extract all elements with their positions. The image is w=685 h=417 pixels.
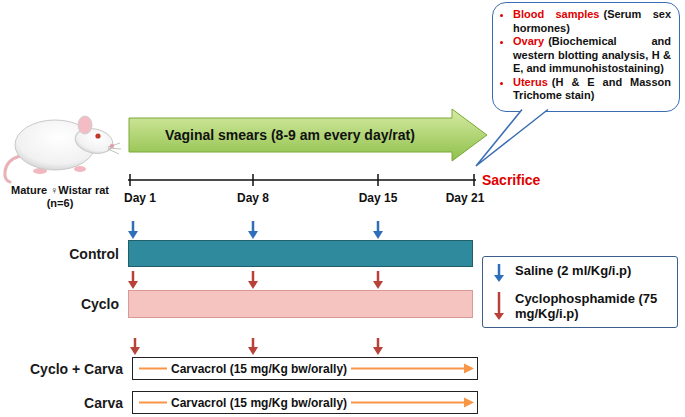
- legend-text: Saline (2 ml/Kg/i.p): [515, 263, 631, 278]
- bullet-item: Blood samples(Serum sex hormones): [513, 8, 671, 35]
- treatment-text: Carvacrol (15 mg/Kg bw/orally): [167, 395, 351, 411]
- banner-text-area: Vaginal smears (8-9 am every day/rat): [128, 118, 452, 152]
- rat-whiskers: [108, 143, 121, 154]
- rat-ear: [78, 116, 92, 134]
- legend-box: Saline (2 ml/Kg/i.p) Cyclophosphamide (75…: [482, 256, 678, 328]
- treatment-bar: Control: [128, 240, 473, 267]
- rat-eye: [95, 133, 100, 138]
- treatment-text: Carvacrol (15 mg/Kg bw/orally): [167, 361, 351, 377]
- legend-text: Cyclophosphamide (75 mg/Kg/i.p): [515, 291, 669, 321]
- arrow-head: [464, 364, 474, 374]
- legend-entry: Cyclophosphamide (75 mg/Kg/i.p): [491, 291, 669, 321]
- bullet-heading: Ovary: [513, 35, 544, 47]
- row-label: Cyclo: [81, 296, 119, 312]
- bullet-list: Blood samples(Serum sex hormones)Ovary(B…: [499, 8, 671, 103]
- treatment-box: Cyclo + CarvaCarvacrol (15 mg/Kg bw/oral…: [132, 357, 478, 380]
- legend-entry: Saline (2 ml/Kg/i.p): [491, 263, 669, 283]
- treatment-box: CarvaCarvacrol (15 mg/Kg bw/orally): [132, 391, 478, 414]
- rat-illustration: [5, 116, 121, 182]
- row-label: Cyclo + Carva: [30, 361, 123, 377]
- day-label: Day 21: [446, 191, 485, 205]
- timeline-banner-arrow: Vaginal smears (8-9 am every day/rat): [128, 108, 488, 162]
- callout-bubble: Blood samples(Serum sex hormones)Ovary(B…: [492, 2, 680, 112]
- callout-tail-shape: [476, 110, 548, 167]
- bullet-item: Uterus(H & E and Masson Trichome stain): [513, 76, 671, 103]
- row-label: Control: [69, 246, 119, 262]
- bullet-item: Ovary(Biochemical and western blotting a…: [513, 35, 671, 76]
- arrow-head: [464, 398, 474, 408]
- bullet-heading: Blood samples: [513, 8, 599, 20]
- day-label: Day 8: [237, 191, 269, 205]
- timeline-axis: [128, 174, 476, 186]
- day-label: Day 15: [359, 191, 398, 205]
- saline-dose-arrows: [128, 221, 383, 239]
- treatment-bar: Cyclo: [128, 290, 473, 318]
- legend-arrow-sample: [491, 263, 507, 283]
- rat-tail: [5, 156, 20, 182]
- legend-arrow-sample: [491, 291, 507, 321]
- endpoint-label: Sacrifice: [482, 172, 540, 188]
- day-label: Day 1: [124, 191, 156, 205]
- bullet-heading: Uterus: [513, 76, 548, 88]
- specimen-label: Mature ♀Wistar rat (n=6): [8, 184, 112, 210]
- banner-text: Vaginal smears (8-9 am every day/rat): [165, 127, 415, 143]
- banner-arrow-outline: [129, 109, 487, 161]
- row-label: Carva: [84, 395, 123, 411]
